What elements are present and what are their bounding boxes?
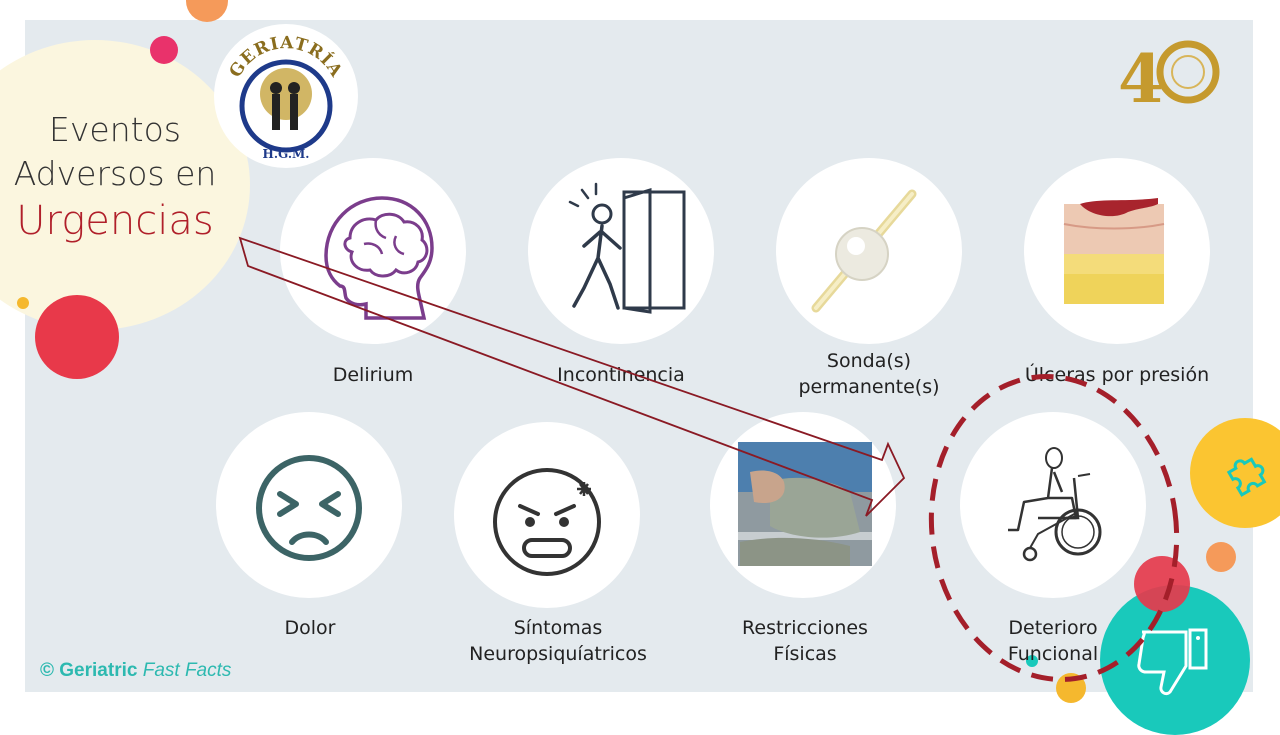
label-sonda: Sonda(s)permanente(s) xyxy=(798,350,940,398)
pink-dot xyxy=(150,36,178,64)
item-circle-incontinencia xyxy=(528,158,714,344)
label-dolor: Dolor xyxy=(284,617,336,639)
item-circle-deterioro xyxy=(960,412,1146,598)
label-incontinencia: Incontinencia xyxy=(557,364,685,386)
anniversary-40-emblem: 4 xyxy=(1118,40,1220,110)
label-delirium: Delirium xyxy=(332,364,414,386)
footer-copyright: © Geriatric xyxy=(40,660,138,681)
orange-dot xyxy=(186,0,228,22)
svg-text:4: 4 xyxy=(1118,40,1164,110)
item-circle-sintomas xyxy=(454,422,640,608)
yellow-dot-bottom xyxy=(1056,673,1086,703)
label-ulceras: Úlceras por presión xyxy=(1024,364,1210,386)
person-door-icon xyxy=(568,182,686,314)
catheter-icon xyxy=(811,189,917,313)
item-circle-sonda xyxy=(776,158,962,344)
logo-text-bottom: H.G.M. xyxy=(263,147,310,161)
yellow-circle-right xyxy=(1190,418,1280,528)
cream-bubble xyxy=(0,40,250,330)
item-circle-dolor xyxy=(216,412,402,598)
brain-head-icon xyxy=(324,196,434,320)
restraint-photo xyxy=(738,442,872,566)
wheelchair-icon xyxy=(1008,447,1102,562)
puzzle-icon xyxy=(1226,457,1267,497)
yellow-dot xyxy=(17,297,29,309)
item-circle-restricciones xyxy=(710,412,896,598)
red-dot xyxy=(35,295,119,379)
footer-brand: © Geriatric Fast Facts xyxy=(40,660,231,682)
item-circle-delirium xyxy=(280,158,466,344)
title-line-2: Adversos en xyxy=(13,154,217,193)
item-circle-ulceras xyxy=(1024,158,1210,344)
skin-ulcer-icon xyxy=(1063,198,1165,304)
title-line-1: Eventos xyxy=(49,110,181,149)
geriatria-logo: GERIATRÍA H.G.M. xyxy=(214,24,358,168)
slide-title: Eventos Adversos en Urgencias xyxy=(0,108,230,246)
angry-face-icon xyxy=(493,468,601,576)
pain-face-icon xyxy=(256,455,362,561)
title-line-3: Urgencias xyxy=(16,198,214,244)
orange-dot-right xyxy=(1206,542,1236,572)
footer-fast-facts: Fast Facts xyxy=(142,660,232,681)
